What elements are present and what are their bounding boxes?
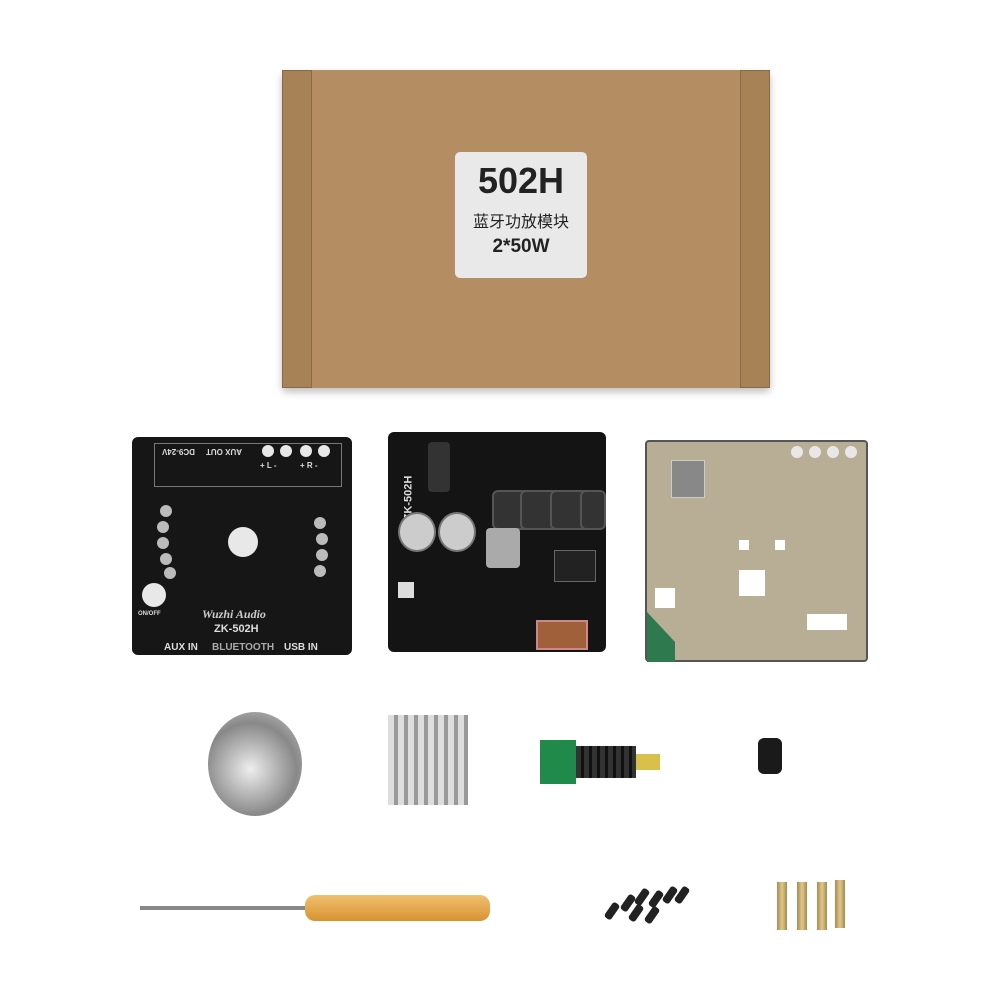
panel-aux-in: AUX IN (164, 642, 198, 653)
label-power: 2*50W (492, 236, 550, 257)
label-model: 502H (477, 160, 565, 201)
knob-coupler (758, 738, 782, 774)
box-flap-right (740, 70, 770, 388)
brass-standoffs (775, 880, 845, 930)
volume-knob (208, 712, 302, 816)
heatsink (388, 715, 468, 805)
box-label: 502H 蓝牙功放模块 2*50W (455, 152, 587, 278)
knob-hole (228, 527, 258, 557)
panel-on-off: ON/OFF (138, 611, 161, 617)
panel-bluetooth: BLUETOOTH (212, 642, 275, 653)
on-off-hole (142, 583, 166, 607)
box-flap-left (282, 70, 312, 388)
acrylic-cover (645, 440, 868, 662)
potentiometer (486, 528, 520, 568)
screws (598, 880, 693, 930)
panel-brand: Wuzhi Audio (202, 607, 266, 621)
panel-aux-out: AUX OUT (206, 447, 242, 456)
amplifier-pcb: ZK-502H (388, 432, 606, 652)
panel-dc: DC9-24V (162, 447, 195, 456)
panel-right: + R - (300, 461, 318, 470)
cardboard-box (282, 70, 770, 388)
panel-usb-in: USB IN (284, 642, 318, 653)
label-description: 蓝牙功放模块 (472, 214, 569, 231)
screwdriver (140, 895, 490, 921)
dc-power-connector (540, 738, 660, 786)
panel-left: + L - (260, 461, 277, 470)
panel-model: ZK-502H (214, 623, 259, 635)
front-panel: DC9-24V AUX OUT + L - + R - ON/OFF Wuzhi… (132, 437, 352, 655)
